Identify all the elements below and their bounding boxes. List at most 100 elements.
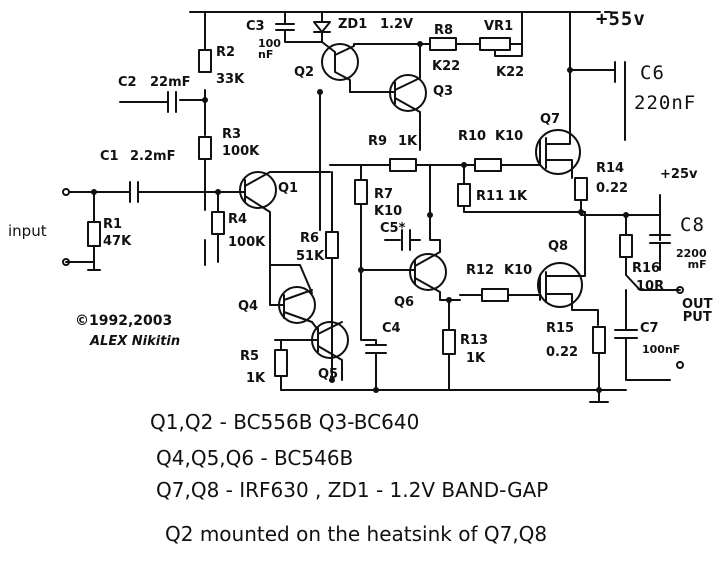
r4-value: 100K [228, 235, 266, 250]
c8 [649, 234, 671, 271]
r10 [474, 158, 502, 172]
c7 [614, 289, 671, 381]
vr1 [479, 37, 511, 51]
r5-value: 1K [246, 371, 266, 386]
r13 [442, 329, 456, 355]
r13-ref: R13 [460, 333, 489, 348]
q7-label: Q7 [540, 112, 561, 127]
c6 [569, 11, 626, 141]
c8-ref: C8 [680, 214, 705, 236]
r1-value: 47K [103, 234, 132, 249]
vr1-ref: VR1 [484, 19, 514, 34]
r1 [87, 221, 101, 247]
r10-ref: R10 [458, 129, 487, 144]
r11-ref: R11 [476, 189, 505, 204]
r14-value: 0.22 [596, 181, 629, 196]
r3-ref: R3 [222, 127, 242, 142]
rail-25v-label: +25v [660, 167, 698, 182]
c2-ref: C2 [118, 75, 137, 90]
q6-body [409, 253, 447, 291]
r7-ref: R7 [374, 187, 394, 202]
r2-ref: R2 [216, 45, 236, 60]
r6 [325, 231, 339, 259]
c2 [119, 91, 206, 113]
output-label: OUT PUT [682, 297, 713, 325]
r9-value: 1K [398, 134, 418, 149]
r3-value: 100K [222, 144, 260, 159]
q1-body [239, 171, 277, 209]
r7-value: K10 [374, 204, 403, 219]
c1-value: 2.2mF [130, 149, 176, 164]
note-2: Q4,Q5,Q6 - BC546B [156, 446, 354, 470]
r6-value: 51K [296, 249, 325, 264]
r16-value: 10R [636, 279, 665, 294]
input-label: input [8, 222, 47, 240]
r11-value: 1K [508, 189, 528, 204]
r10-value: K10 [495, 129, 524, 144]
rail-55v-label: +55v [596, 8, 646, 30]
q5-label: Q5 [318, 367, 339, 382]
r9 [389, 158, 417, 172]
q7-body [535, 129, 581, 175]
r4-body [211, 211, 225, 235]
c5-ref: C5* [380, 221, 406, 236]
r15-value: 0.22 [546, 345, 579, 360]
c1 [69, 181, 219, 203]
r7 [354, 179, 368, 205]
ground-rail [280, 389, 627, 403]
c1-ref: C1 [100, 149, 119, 164]
r11 [457, 183, 471, 207]
c5 [384, 229, 421, 251]
zd1-ref: ZD1 [338, 17, 368, 32]
r1-ref: R1 [103, 217, 123, 232]
q4-label: Q4 [238, 299, 259, 314]
note-1: Q1,Q2 - BC556B Q3-BC640 [150, 410, 420, 434]
r5-ref: R5 [240, 349, 260, 364]
c4 [360, 269, 387, 391]
copyright: ©1992,2003 [75, 313, 173, 329]
c3-value: 100 nF [258, 37, 281, 61]
r9-ref: R9 [368, 134, 388, 149]
vr1-value: K22 [496, 65, 525, 80]
q8-label: Q8 [548, 239, 569, 254]
r13-value: 1K [466, 351, 486, 366]
author: ALEX Nikitin [90, 334, 181, 349]
q2-label: Q2 [294, 65, 315, 80]
c7-ref: C7 [640, 321, 659, 336]
c6-value: 220nF [634, 92, 697, 114]
r14 [574, 177, 588, 201]
r15-ref: R15 [546, 321, 575, 336]
r12 [481, 288, 509, 302]
r12-value: K10 [504, 263, 533, 278]
q1-label: Q1 [278, 181, 299, 196]
q6-label: Q6 [394, 295, 415, 310]
r8-ref: R8 [434, 23, 454, 38]
q3-label: Q3 [433, 84, 454, 99]
r16 [619, 234, 633, 258]
r15 [592, 326, 606, 354]
c4-ref: C4 [382, 321, 401, 336]
zd1-value: 1.2V [380, 17, 414, 32]
r2-body [198, 49, 212, 73]
note-3: Q7,Q8 - IRF630 , ZD1 - 1.2V BAND-GAP [156, 478, 549, 502]
r8-value: K22 [432, 59, 461, 74]
r6-ref: R6 [300, 231, 320, 246]
r16-ref: R16 [632, 261, 661, 276]
r4-ref: R4 [228, 212, 248, 227]
c2-value: 22mF [150, 75, 191, 90]
c7-value: 100nF [642, 343, 681, 356]
zd1 [313, 11, 331, 43]
r12-ref: R12 [466, 263, 495, 278]
note-4: Q2 mounted on the heatsink of Q7,Q8 [165, 522, 548, 546]
r3-body [198, 136, 212, 160]
q8-body [537, 262, 583, 308]
r5 [274, 349, 288, 377]
c3 [275, 11, 323, 43]
junction-dots [91, 41, 629, 393]
c3-ref: C3 [246, 19, 265, 34]
c8-value: 2200 mF [676, 247, 707, 271]
c6-ref: C6 [640, 62, 665, 84]
r2-value: 33K [216, 72, 245, 87]
r14-ref: R14 [596, 161, 625, 176]
